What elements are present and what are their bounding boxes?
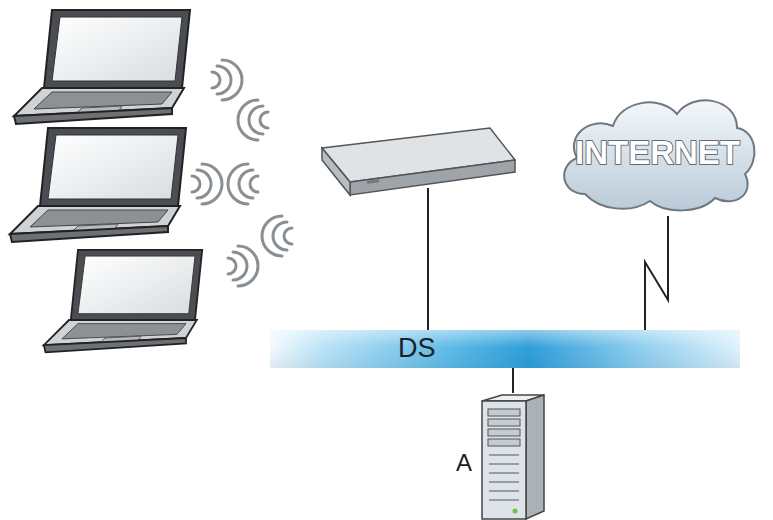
- laptop-computer: [44, 250, 202, 353]
- cloud-label: INTERNET: [555, 134, 760, 172]
- internet-cloud: INTERNET: [555, 88, 760, 216]
- wireless-waves: [192, 60, 292, 286]
- distribution-system-band: DS: [270, 330, 740, 368]
- laptop-computer: [14, 10, 190, 124]
- server-label: A: [456, 449, 472, 477]
- band-shading: [270, 330, 740, 368]
- band-label: DS: [398, 333, 436, 364]
- network-link: [512, 368, 514, 393]
- access-point-wire: [427, 188, 429, 331]
- network-link: [645, 216, 668, 330]
- laptop-computer: [10, 128, 186, 242]
- access-point: [322, 128, 515, 195]
- server-node: A: [452, 393, 550, 520]
